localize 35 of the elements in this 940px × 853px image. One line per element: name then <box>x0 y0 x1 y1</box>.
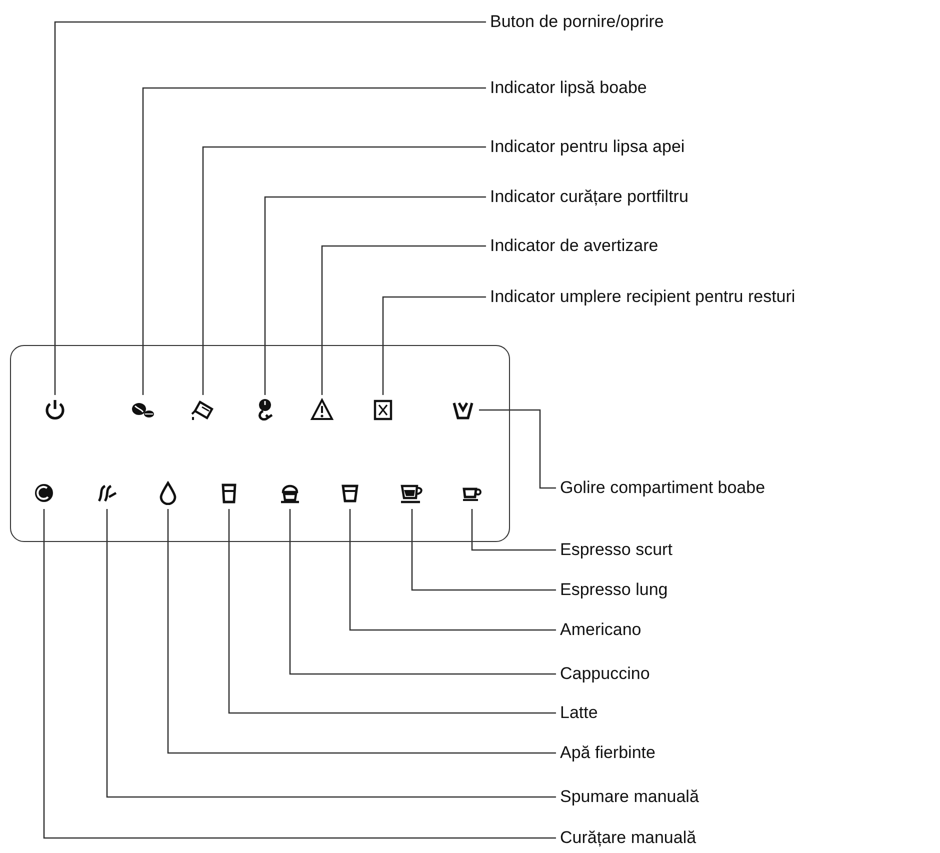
leader-line <box>382 296 486 395</box>
leader-line <box>54 21 486 395</box>
cleaning-icon <box>32 481 56 505</box>
leader-line <box>411 509 556 591</box>
callout-label: Golire compartiment boabe <box>560 477 766 499</box>
leader-line <box>479 409 556 489</box>
callout-label: Indicator lipsă boabe <box>490 77 647 99</box>
warning-icon <box>310 398 334 422</box>
callout-label: Espresso lung <box>560 579 668 601</box>
waste-bin-icon <box>371 398 395 422</box>
pouring-icon <box>191 398 215 422</box>
callout-label: Americano <box>560 619 642 641</box>
callout-label: Indicator pentru lipsa apei <box>490 136 685 158</box>
leader-line <box>202 146 486 395</box>
leader-line <box>471 509 556 551</box>
callout-label: Buton de pornire/oprire <box>490 11 664 33</box>
callout-label: Latte <box>560 702 598 724</box>
callout-label: Espresso scurt <box>560 539 672 561</box>
callout-label: Indicator curățare portfiltru <box>490 186 688 208</box>
leader-line <box>349 509 556 631</box>
callout-label: Spumare manuală <box>560 786 699 808</box>
leader-line <box>167 509 556 754</box>
leader-line <box>106 509 556 798</box>
leader-line <box>43 509 556 839</box>
leader-line <box>289 509 556 675</box>
leader-line <box>228 509 556 714</box>
callout-label: Cappuccino <box>560 663 650 685</box>
power-icon <box>43 398 67 422</box>
callout-label: Indicator de avertizare <box>490 235 658 257</box>
leader-line <box>321 245 486 395</box>
callout-label: Curățare manuală <box>560 827 696 849</box>
callout-label: Apă fierbinte <box>560 742 656 764</box>
leader-line <box>142 87 486 395</box>
callout-label: Indicator umplere recipient pentru resturi <box>490 286 796 308</box>
leader-line <box>264 196 486 395</box>
